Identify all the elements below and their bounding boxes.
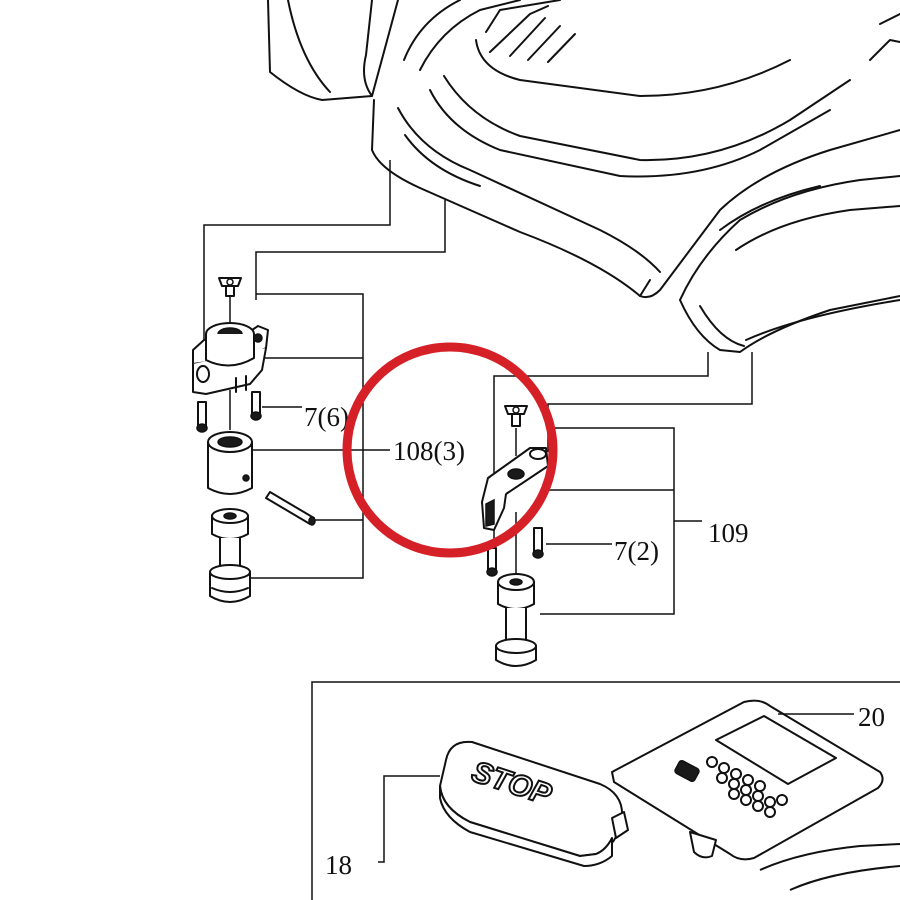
callout-20: 20 xyxy=(858,702,885,732)
left-post xyxy=(209,508,251,603)
left-leader-lines xyxy=(203,160,446,579)
right-top-screw xyxy=(504,405,528,427)
callout-7-2: 7(2) xyxy=(614,536,659,566)
mower-body-housing xyxy=(267,0,900,353)
right-screw-a xyxy=(486,547,498,577)
callout-18: 18 xyxy=(325,850,352,880)
highlight-circle xyxy=(342,342,558,558)
left-screw-b xyxy=(250,391,262,421)
callout-109: 109 xyxy=(708,518,749,548)
callout-7-6: 7(6) xyxy=(304,402,349,432)
right-caster-assembly xyxy=(481,405,549,667)
left-caster-assembly xyxy=(192,277,316,603)
callout-labels: 7(6) 108(3) 109 7(2) 20 18 xyxy=(304,402,885,880)
left-top-screw xyxy=(218,277,242,297)
stop-button-part: STOP xyxy=(439,740,629,867)
right-screw-b xyxy=(532,527,544,559)
left-bushing xyxy=(207,431,253,495)
left-bracket xyxy=(192,322,269,395)
control-panel-area: STOP xyxy=(311,681,900,900)
left-pin xyxy=(265,491,316,526)
right-post xyxy=(495,573,537,667)
left-screw-a xyxy=(196,401,208,433)
callout-108-3: 108(3) xyxy=(393,436,465,466)
right-bracket xyxy=(481,447,549,531)
right-leader-lines xyxy=(493,352,753,615)
keypad-display-part xyxy=(611,699,900,891)
keypad-buttons xyxy=(674,756,788,818)
